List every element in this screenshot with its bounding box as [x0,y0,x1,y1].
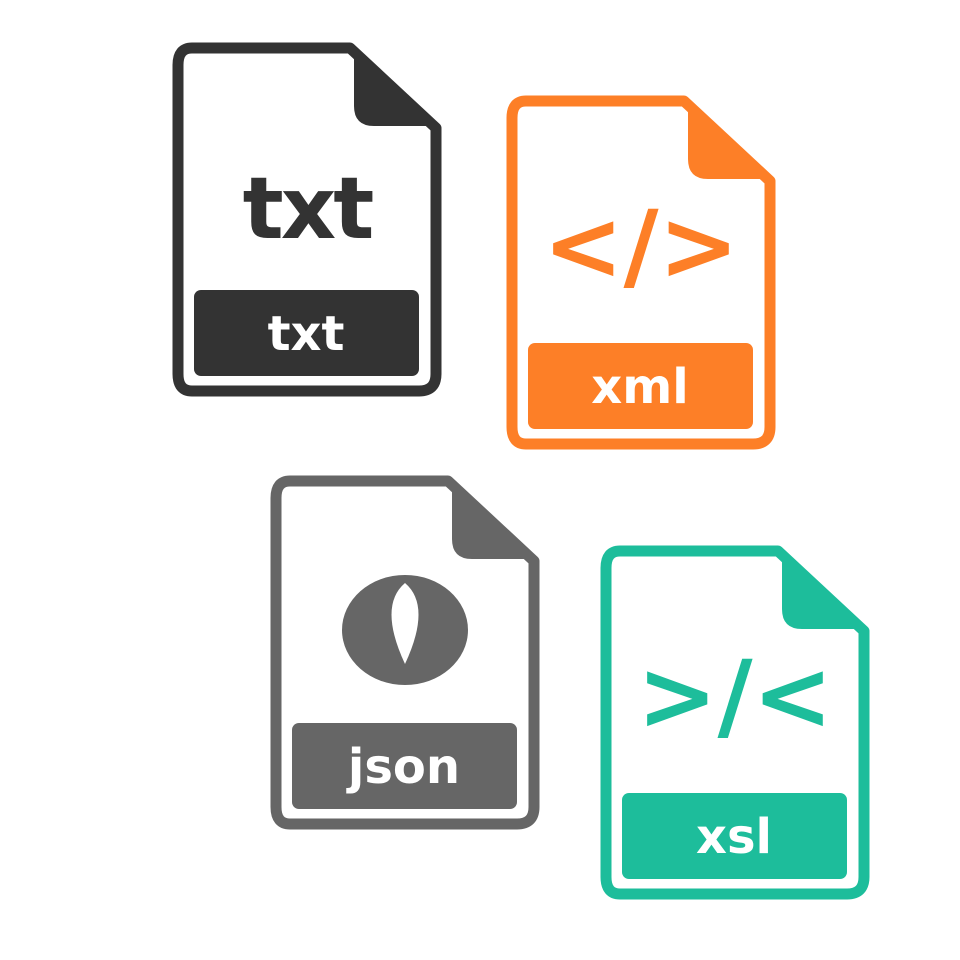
json-logo-icon [342,575,468,685]
txt-file-icon: txt txt [172,42,442,397]
file-type-label-bar [194,290,419,376]
file-type-label: json [346,739,460,795]
document-outline [600,545,870,900]
txt-symbol-text: txt [243,159,374,259]
reverse-code-brackets-icon: >/< [637,640,833,752]
file-type-label-bar [622,793,847,879]
file-type-label: xsl [696,809,772,865]
page-fold [452,479,538,559]
file-type-label: txt [268,306,345,362]
file-type-label-bar [292,723,517,809]
page-fold [688,99,774,179]
xml-file-icon: </> xml [506,95,776,450]
file-type-label-bar [528,343,753,429]
json-file-icon: json [270,475,540,830]
document-outline [506,95,776,450]
code-brackets-icon: </> [543,190,739,302]
xsl-file-icon: >/< xsl [600,545,870,900]
document-outline [270,475,540,830]
file-type-label: xml [591,359,688,415]
page-fold [782,549,868,629]
document-outline [172,42,442,397]
page-fold [354,46,440,126]
